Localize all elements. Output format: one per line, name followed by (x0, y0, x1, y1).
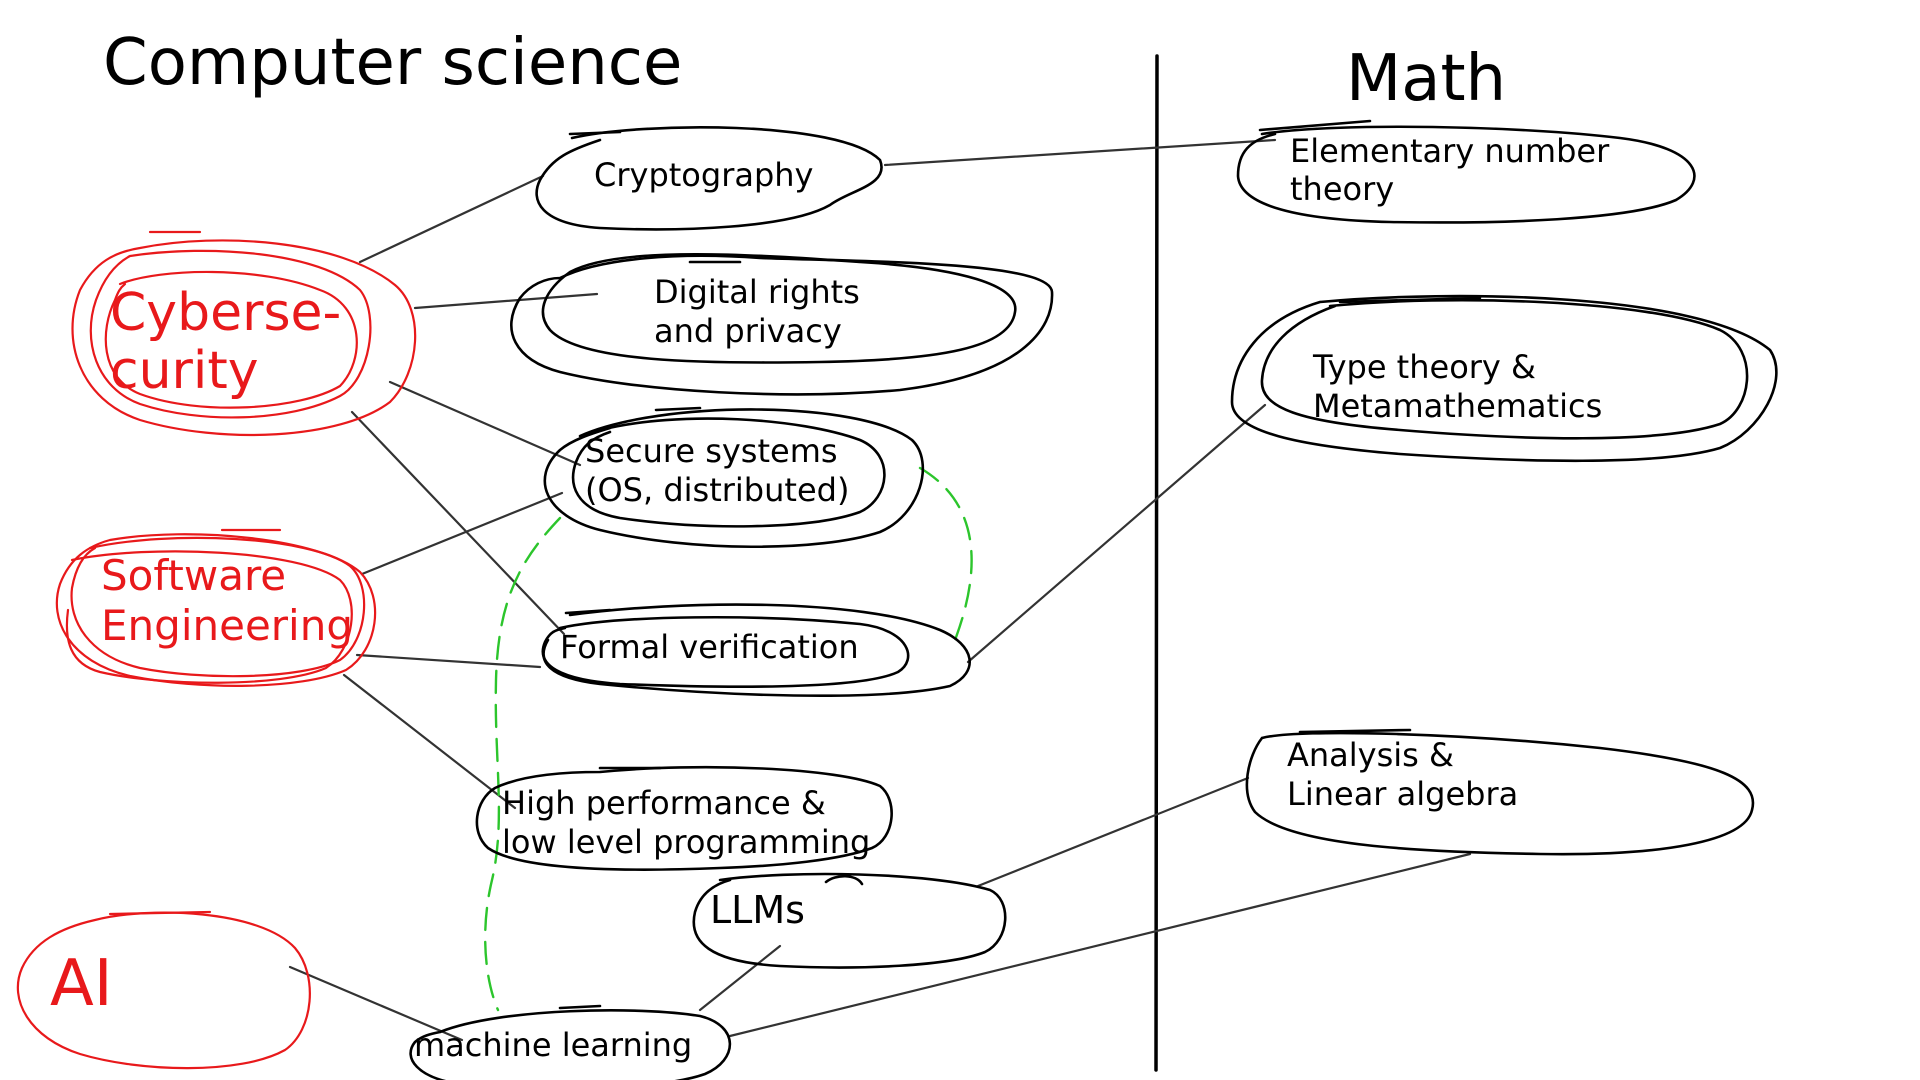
topic-secure-systems-line2: (OS, distributed) (585, 471, 849, 509)
topic-number-theory-line1: Elementary number (1290, 132, 1610, 170)
area-ai-label: AI (50, 947, 113, 1021)
bubble-high-performance: High performance & low level programming (475, 765, 893, 871)
area-cybersecurity: Cyberse- curity (71, 230, 417, 437)
bubble-digital-rights: Digital rights and privacy (510, 252, 1054, 396)
bubble-formal-verification: Formal verification (541, 603, 971, 698)
area-software-engineering-line2: Engineering (101, 601, 353, 650)
bubble-number-theory: Elementary number theory (1236, 119, 1696, 224)
bubble-llms: LLMs (692, 872, 1007, 969)
bubble-cryptography: Cryptography (535, 126, 883, 231)
dashed-connectors (484, 466, 973, 1012)
link-cryptography-number-theory (883, 138, 1277, 167)
topic-number-theory-line2: theory (1290, 170, 1394, 208)
topic-machine-learning: machine learning (414, 1026, 692, 1064)
topic-digital-rights-line1: Digital rights (654, 273, 860, 311)
link-cyber-formal-verification (350, 410, 566, 636)
topic-analysis-line1: Analysis & (1287, 736, 1454, 774)
topic-type-theory-line1: Type theory & (1312, 348, 1536, 386)
link-swe-high-performance (342, 673, 517, 810)
link-cyber-digital-rights (413, 292, 599, 310)
link-ai-machine-learning (288, 965, 464, 1042)
link-cyber-secure-systems (388, 380, 582, 467)
topic-digital-rights-line2: and privacy (654, 312, 842, 350)
bubble-secure-systems: Secure systems (OS, distributed) (543, 406, 925, 549)
area-software-engineering-line1: Software (101, 551, 286, 600)
topic-llms: LLMs (710, 888, 805, 932)
topic-high-performance-line2: low level programming (502, 823, 870, 861)
topic-type-theory-line2: Metamathematics (1313, 387, 1602, 425)
heading-computer-science: Computer science (103, 26, 682, 100)
link-formal-verification-type-theory (966, 403, 1267, 664)
link-swe-secure-systems (360, 491, 564, 576)
area-cybersecurity-line2: curity (110, 341, 259, 401)
area-ai: AI (16, 910, 311, 1070)
link-swe-formal-verification (355, 653, 542, 669)
dashed-secure-to-formal (918, 466, 973, 642)
heading-math: Math (1346, 42, 1506, 116)
area-cybersecurity-line1: Cyberse- (110, 283, 341, 343)
link-llms-analysis (976, 776, 1250, 888)
topic-analysis-line2: Linear algebra (1287, 775, 1518, 813)
dashed-secure-to-ml (484, 516, 562, 1012)
link-ml-llms (698, 944, 782, 1012)
link-cyber-cryptography (358, 174, 545, 264)
bubble-machine-learning: machine learning (409, 1004, 732, 1080)
bubble-type-theory: Type theory & Metamathematics (1230, 294, 1778, 463)
topic-high-performance-line1: High performance & (502, 784, 826, 822)
topic-secure-systems-line1: Secure systems (585, 432, 838, 470)
bubble-analysis: Analysis & Linear algebra (1245, 728, 1755, 856)
topic-cryptography: Cryptography (594, 156, 813, 194)
connections (288, 138, 1472, 1042)
section-divider (1154, 54, 1159, 1072)
area-software-engineering: Software Engineering (55, 528, 377, 687)
link-ml-analysis (728, 852, 1472, 1038)
topic-formal-verification: Formal verification (560, 628, 859, 666)
